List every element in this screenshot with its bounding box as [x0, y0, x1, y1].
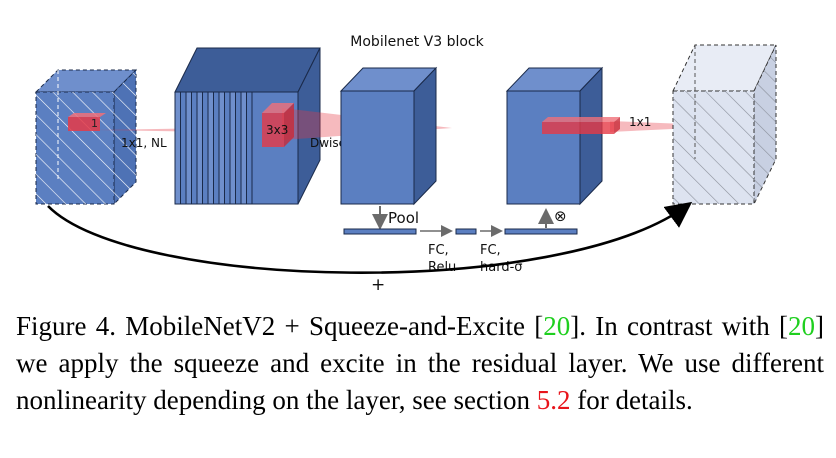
- fc1-label-line1: FC,: [428, 243, 449, 258]
- input-tensor: [34, 68, 138, 206]
- pooled-vector: [343, 228, 417, 235]
- residual-add-symbol: +: [371, 275, 385, 295]
- section-ref-link[interactable]: 5.2: [536, 385, 571, 415]
- pool-label: Pool: [388, 209, 419, 227]
- caption-tail: for details.: [570, 385, 693, 415]
- caption-mid: ]. In contrast with [: [570, 311, 788, 341]
- kernel-1-label: 1: [91, 117, 98, 130]
- figure-caption: Figure 4. MobileNetV2 + Squeeze-and-Exci…: [16, 308, 824, 419]
- fc1-vector: [455, 228, 477, 235]
- output-tensor: [672, 44, 777, 205]
- fc2-label-line1: FC,: [480, 243, 501, 258]
- fc2-vector: [504, 228, 578, 235]
- kernel-1x1-projection: 1x1: [542, 115, 736, 134]
- multiply-symbol: ⊗: [554, 207, 567, 225]
- citation-link-20-second[interactable]: 20: [788, 311, 815, 341]
- conv1-label: 1x1, NL: [121, 136, 167, 150]
- kernel-3x3-label: 3x3: [266, 123, 288, 137]
- se-scaled-tensor: [505, 66, 604, 206]
- caption-rest: ] we apply the squeeze and excite in the…: [16, 311, 824, 415]
- citation-link-20[interactable]: 20: [543, 311, 571, 341]
- dwise-tensor: [339, 66, 438, 206]
- se-branch: Pool ⊗ FC, Relu FC, hard-σ: [343, 206, 578, 275]
- residual-connection-arrow: [47, 201, 693, 274]
- expanded-tensor: [174, 47, 321, 205]
- caption-lead: Figure 4. MobileNetV2 + Squeeze-and-Exci…: [16, 311, 544, 341]
- mobilenet-v3-block-diagram: Mobilenet V3 block 1 1x1, NL 3x3 Dwise, …: [34, 34, 777, 295]
- fc1-label-line2: Relu: [428, 260, 456, 275]
- diagram-title: Mobilenet V3 block: [350, 34, 484, 50]
- proj-label: 1x1: [629, 115, 651, 129]
